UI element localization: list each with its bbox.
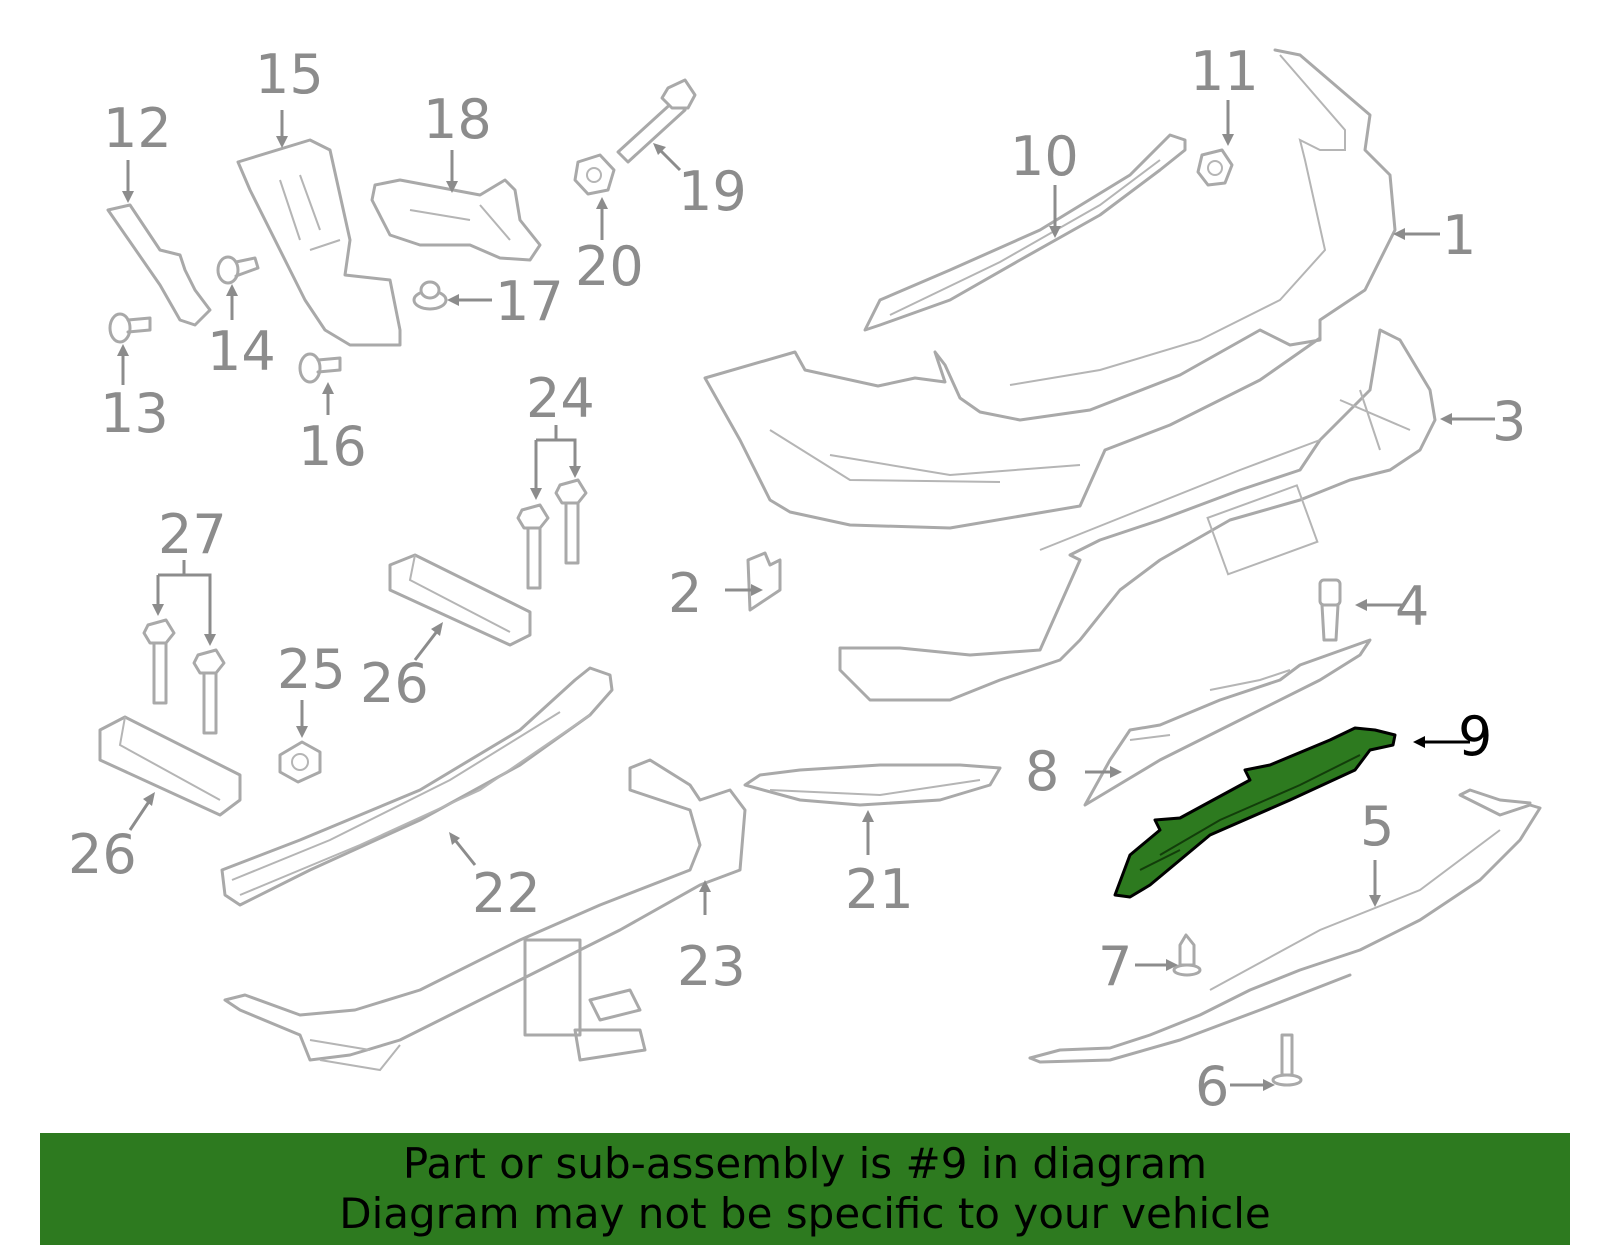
callout-16: 16	[298, 415, 367, 478]
part-21-reflector[interactable]	[743, 763, 1002, 807]
part-13-screw[interactable]	[108, 312, 152, 344]
part-1-bumper-cover[interactable]	[703, 48, 1397, 530]
part-12-bracket[interactable]	[106, 203, 212, 327]
callout-9: 9	[1458, 705, 1492, 768]
part-3-absorber[interactable]	[838, 328, 1437, 702]
parts-diagram: 1 2 3 4 5 6 7 8 9 10 11 12 13 14 15 16 1…	[68, 40, 1542, 1118]
callout-20: 20	[575, 235, 644, 298]
callout-24: 24	[526, 367, 595, 430]
part-8-trim[interactable]	[1083, 638, 1372, 807]
part-6-screw[interactable]	[1271, 1033, 1303, 1087]
callout-1: 1	[1442, 204, 1476, 267]
part-23-tow-hitch[interactable]	[223, 758, 747, 1072]
callout-22: 22	[472, 862, 541, 925]
part-14-clip[interactable]	[216, 255, 260, 285]
part-18-bracket[interactable]	[370, 178, 542, 262]
callout-23: 23	[677, 935, 746, 998]
callout-15: 15	[255, 43, 324, 106]
banner-line-1: Part or sub-assembly is #9 in diagram	[402, 1139, 1208, 1188]
callout-3: 3	[1492, 390, 1526, 453]
callout-4: 4	[1395, 575, 1429, 638]
part-11-nut[interactable]	[1196, 148, 1234, 187]
callout-12: 12	[103, 97, 172, 160]
part-25-nut[interactable]	[278, 740, 322, 784]
info-banner: Part or sub-assembly is #9 in diagram Di…	[40, 1133, 1570, 1245]
part-20-nut[interactable]	[573, 153, 616, 196]
callout-21: 21	[845, 858, 914, 921]
callout-6: 6	[1195, 1055, 1229, 1118]
callout-26-lower: 26	[68, 823, 137, 886]
callout-11: 11	[1190, 40, 1259, 103]
part-7-push-pin[interactable]	[1172, 933, 1202, 977]
callout-26-upper: 26	[360, 652, 429, 715]
part-17-nut[interactable]	[412, 280, 448, 311]
part-15-bracket[interactable]	[236, 138, 402, 347]
callout-arrows	[117, 100, 1495, 1091]
part-5-diffuser[interactable]	[1028, 788, 1542, 1064]
part-16-screw[interactable]	[298, 352, 342, 384]
part-2-clip[interactable]	[746, 551, 782, 612]
part-9-deflector[interactable]	[1113, 726, 1397, 899]
banner-line-2: Diagram may not be specific to your vehi…	[339, 1189, 1271, 1238]
callout-2: 2	[668, 562, 702, 625]
part-24-bolts[interactable]	[516, 478, 588, 590]
callout-25: 25	[277, 638, 346, 701]
callout-27: 27	[158, 503, 227, 566]
part-26-bracket-upper[interactable]	[388, 553, 532, 647]
part-26-bracket-lower[interactable]	[98, 715, 242, 817]
part-19-bolt[interactable]	[616, 78, 697, 164]
part-27-bolts[interactable]	[142, 618, 226, 735]
callout-7: 7	[1098, 935, 1132, 998]
callout-18: 18	[423, 88, 492, 151]
callout-8: 8	[1025, 740, 1059, 803]
callout-14: 14	[207, 320, 276, 383]
callout-10: 10	[1010, 125, 1079, 188]
callout-19: 19	[678, 160, 747, 223]
callout-5: 5	[1360, 795, 1394, 858]
callout-17: 17	[495, 270, 564, 333]
callout-labels: 1 2 3 4 5 6 7 8 9 10 11 12 13 14 15 16 1…	[68, 40, 1526, 1118]
part-4-stud[interactable]	[1318, 578, 1342, 642]
part-10-bracket[interactable]	[863, 133, 1187, 332]
part-22-reinforcement[interactable]	[220, 666, 614, 907]
callout-13: 13	[100, 382, 169, 445]
